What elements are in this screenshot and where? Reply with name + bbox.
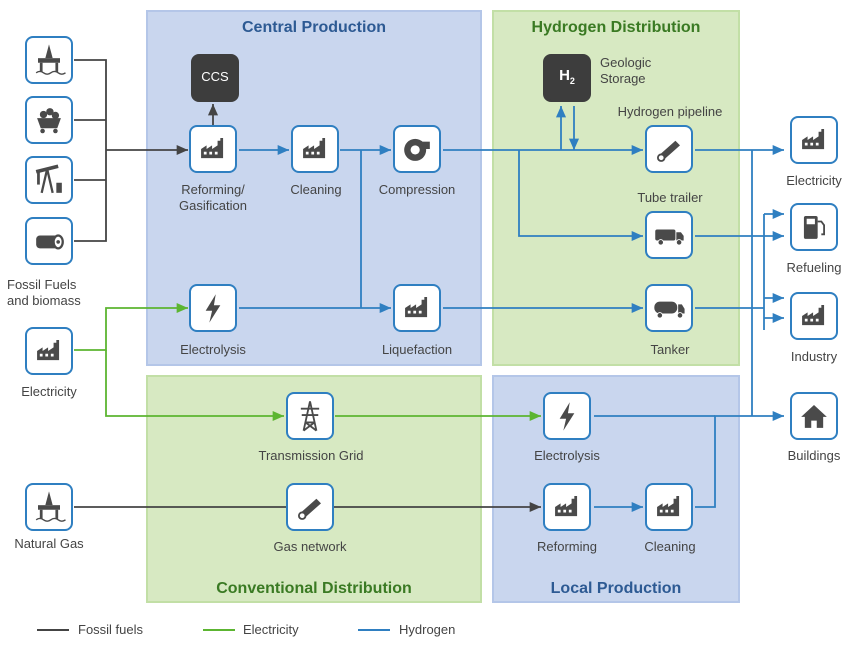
label-fossil-biomass: Fossil Fuels and biomass: [7, 277, 81, 308]
transmission-grid-icon: [286, 392, 334, 440]
hydrogen-lines: [239, 106, 784, 513]
label-industry: Industry: [790, 349, 838, 364]
ccs-box: CCS: [191, 54, 239, 102]
region-title-conventional: Conventional Distribution: [216, 580, 412, 597]
label-reforming-local: Reforming: [537, 539, 597, 554]
hydrogen-pipeline-icon: [645, 125, 693, 173]
coal-cart-icon: [25, 96, 73, 144]
power-plant-icon: [25, 327, 73, 375]
natural-gas-rig-icon: [25, 483, 73, 531]
label-electrolysis-local: Electrolysis: [534, 448, 600, 463]
industry-icon: [790, 292, 838, 340]
gas-network-icon: [286, 483, 334, 531]
tube-trailer-icon: [645, 211, 693, 259]
electrolysis-local-icon: [543, 392, 591, 440]
fossil-line-1: [74, 59, 107, 242]
legend-line-fossil: [37, 629, 69, 631]
label-cleaning-central: Cleaning: [290, 182, 342, 197]
local-cleaning-up: [695, 415, 752, 508]
tanker-icon: [645, 284, 693, 332]
region-title-local: Local Production: [550, 580, 682, 597]
label-cleaning-local: Cleaning: [644, 539, 696, 554]
label-refueling: Refueling: [786, 260, 842, 275]
label-gas-network: Gas network: [273, 539, 347, 554]
h2-subscript: 2: [569, 76, 575, 86]
cleaning-local-icon: [645, 483, 693, 531]
buildings-house-icon: [790, 392, 838, 440]
label-natural-gas: Natural Gas: [14, 536, 84, 551]
biomass-logs-icon: [25, 217, 73, 265]
electrolysis-central-icon: [189, 284, 237, 332]
label-reforming-gasification: Reforming/ Gasification: [179, 182, 247, 213]
label-transmission-grid: Transmission Grid: [258, 448, 364, 463]
electricity-lines: [74, 302, 541, 422]
liquefaction-icon: [393, 284, 441, 332]
oil-rig-icon: [25, 36, 73, 84]
reforming-gasification-icon: [189, 125, 237, 173]
label-tanker: Tanker: [650, 342, 690, 357]
reforming-local-icon: [543, 483, 591, 531]
cleaning-central-icon: [291, 125, 339, 173]
refueling-pump-icon: [790, 203, 838, 251]
label-hydrogen-pipeline: Hydrogen pipeline: [617, 104, 723, 119]
label-tube-trailer: Tube trailer: [637, 190, 703, 205]
label-electricity-source: Electricity: [21, 384, 77, 399]
label-liquefaction: Liquefaction: [381, 342, 453, 357]
hydrogen-distribution-region: Hydrogen Distribution: [492, 10, 740, 366]
label-electrolysis-central: Electrolysis: [180, 342, 246, 357]
legend-label-electricity: Electricity: [243, 622, 299, 637]
electricity-use-icon: [790, 116, 838, 164]
region-title-distribution: Hydrogen Distribution: [531, 19, 701, 36]
label-geologic-storage: Geologic Storage: [600, 55, 652, 86]
to-tube-trailer: [518, 150, 643, 242]
elec-to-electrolysis: [74, 302, 188, 351]
label-compression: Compression: [378, 182, 456, 197]
label-electricity-use: Electricity: [786, 173, 842, 188]
legend-line-electricity: [203, 629, 235, 631]
label-buildings: Buildings: [787, 448, 841, 463]
elec-to-grid: [105, 350, 284, 422]
ccs-text: CCS: [201, 69, 229, 84]
legend-label-hydrogen: Hydrogen: [399, 622, 456, 637]
legend-line-hydrogen: [358, 629, 390, 631]
geologic-storage-icon: H2: [543, 54, 591, 102]
legend-label-fossil: Fossil fuels: [78, 622, 144, 637]
compression-icon: [393, 125, 441, 173]
region-title-central: Central Production: [241, 19, 386, 36]
pumpjack-icon: [25, 156, 73, 204]
h2-symbol: H: [559, 67, 570, 84]
